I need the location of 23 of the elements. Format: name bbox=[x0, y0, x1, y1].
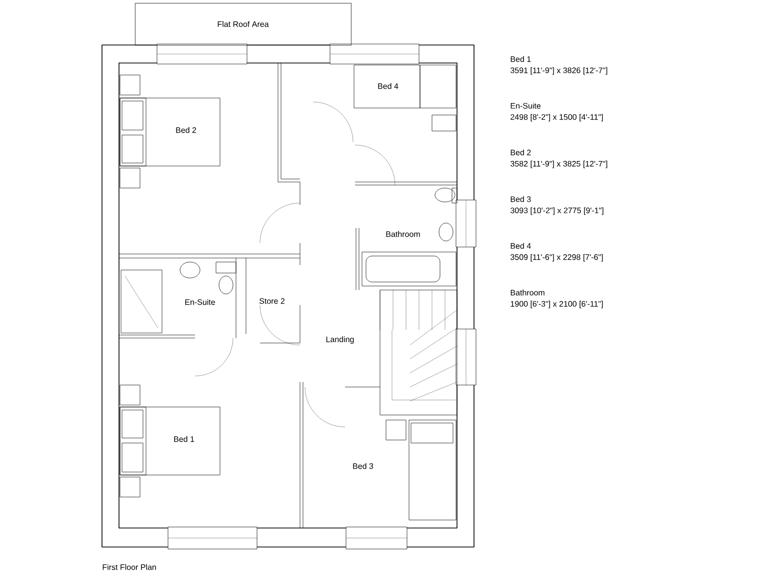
room-label: Bed 3 bbox=[353, 463, 374, 469]
room-label: Bed 2 bbox=[176, 127, 196, 133]
room-dimensions: 2498 [8'-2"] x 1500 [4'-11"] bbox=[510, 114, 603, 122]
room-name: Bed 3 bbox=[510, 196, 531, 202]
room-name: Bathroom bbox=[510, 290, 544, 296]
room-dimensions: 3582 [11'-9"] x 3825 [12'-7"] bbox=[510, 160, 608, 168]
caption: First Floor Plan bbox=[102, 564, 156, 570]
room-name: Bed 1 bbox=[510, 56, 531, 62]
room-label: Bathroom bbox=[386, 231, 420, 237]
room-name: Bed 2 bbox=[510, 149, 531, 156]
room-dimensions: 3591 [11'-9"] x 3826 [12'-7"] bbox=[510, 67, 608, 75]
room-label: Landing bbox=[326, 336, 354, 344]
room-dimensions: 3509 [11'-6"] x 2298 [7'-6"] bbox=[510, 254, 603, 262]
room-dimensions: 3093 [10'-2"] x 2775 [9'-1"] bbox=[510, 207, 604, 215]
node-label: Flat Roof Area bbox=[218, 21, 269, 27]
room-label: Store 2 bbox=[259, 298, 284, 304]
room-dimensions: 1900 [6'-3"] x 2100 [6'-11"] bbox=[510, 300, 603, 308]
room-name: Bed 4 bbox=[510, 242, 531, 249]
roof-area-box bbox=[135, 3, 352, 46]
room-label: Bed 4 bbox=[378, 83, 398, 89]
room-label: En-Suite bbox=[185, 299, 215, 305]
room-name: En-Suite bbox=[510, 102, 541, 109]
room-label: Bed 1 bbox=[174, 436, 194, 442]
